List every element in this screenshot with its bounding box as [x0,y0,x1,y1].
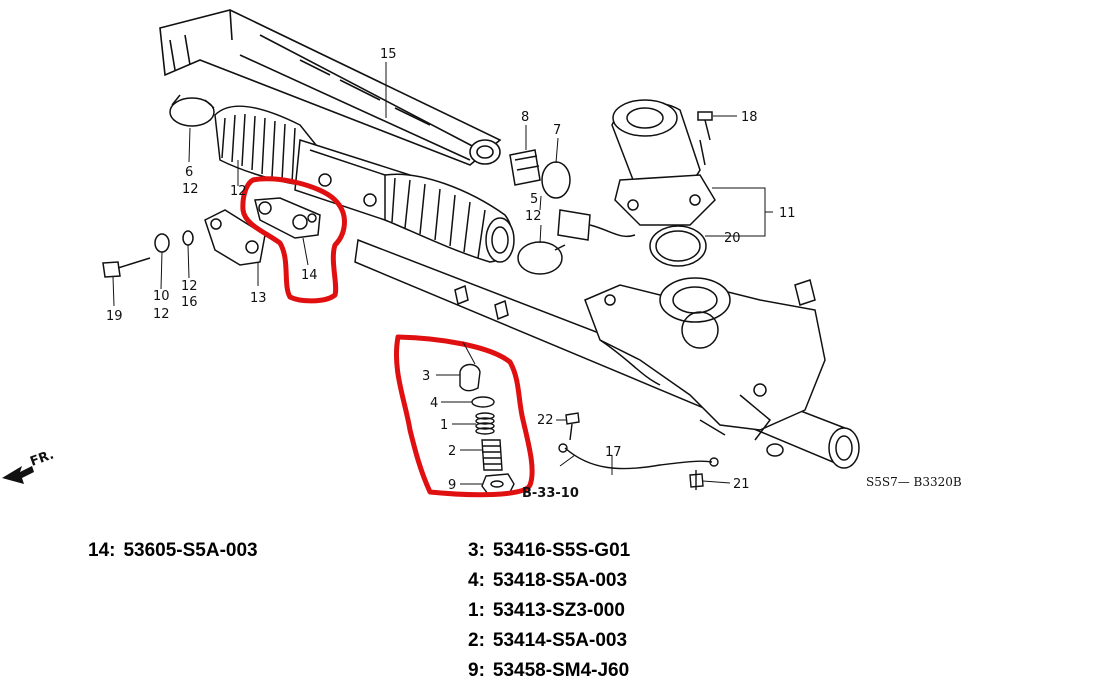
callout-3: 3 [422,369,430,384]
part-number-key: 14: [88,540,116,561]
part-row: 1: 53413-SZ3-000 [468,600,630,630]
parts-diagram: 15 8 7 18 6 12 12 5 12 11 20 14 19 10 12… [2,9,962,501]
part-14-bracket [254,197,321,239]
part-number: 53414-S5A-003 [492,630,628,651]
bracket-13 [204,209,266,266]
callout-14: 14 [301,268,318,283]
clamp-6 [169,94,215,127]
connector-5 [557,209,636,241]
washer-10 [154,233,170,253]
callout-22: 22 [537,413,554,428]
callout-13: 13 [250,291,267,306]
leader-lines [112,62,773,485]
callout-12e: 12 [181,279,198,294]
adjuster-stack [459,363,515,495]
o-ring-20 [649,225,707,267]
ring-7 [541,161,571,199]
diagram-code: S5S7— B3320B [866,475,962,489]
callout-8: 8 [521,110,529,125]
o-ring-4 [471,396,495,408]
callout-12c: 12 [525,209,542,224]
end-nut-8 [509,149,541,186]
callout-12a: 12 [182,182,199,197]
callout-4: 4 [430,396,438,411]
bolt-18 [697,111,713,141]
part-number-key: 1: [468,600,485,621]
callout-15: 15 [380,47,397,62]
callout-12d: 12 [153,307,170,322]
part-row: 14: 53605-S5A-003 [88,540,258,570]
callout-6: 6 [185,165,193,180]
part-number-key: 3: [468,540,485,561]
bolt-19 [102,257,151,278]
highlight-stack [393,334,535,498]
callout-7: 7 [553,123,561,138]
callout-20: 20 [724,231,741,246]
part-number-key: 2: [468,630,485,651]
rack-housing-tube [159,9,502,166]
part-number-key: 4: [468,570,485,591]
callout-18: 18 [741,110,758,125]
callout-1: 1 [440,418,448,433]
ground-cable-17 [558,443,719,470]
part-number: 53458-SM4-J60 [492,660,630,681]
callout-17: 17 [605,445,622,460]
callout-9: 9 [448,478,456,493]
bolt-21 [689,470,704,490]
part-number: 53605-S5A-003 [123,540,258,561]
guide-3 [459,363,481,392]
part-number-key: 9: [468,660,485,681]
reference-label: B-33-10 [522,486,579,501]
part-number: 53416-S5S-G01 [492,540,631,561]
callout-2: 2 [448,444,456,459]
parts-list-right: 3: 53416-S5S-G01 4: 53418-S5A-003 1: 53413-… [468,540,630,690]
callout-11: 11 [779,206,796,221]
callout-12b: 12 [230,184,247,199]
part-number: 53418-S5A-003 [492,570,628,591]
washer-12 [182,230,194,246]
svg-text:FR.: FR. [28,447,56,469]
left-boot [214,105,321,186]
right-boot [384,173,515,263]
highlight-14 [240,176,347,304]
part-row: 2: 53414-S5A-003 [468,630,630,660]
parts-list-left: 14: 53605-S5A-003 [88,540,258,570]
part-row: 3: 53416-S5S-G01 [468,540,630,570]
part-row: 4: 53418-S5A-003 [468,570,630,600]
part-number: 53413-SZ3-000 [492,600,625,621]
callout-numbers: 15 8 7 18 6 12 12 5 12 11 20 14 19 10 12… [106,47,796,493]
callout-10: 10 [153,289,170,304]
screw-2 [481,439,503,471]
callout-21: 21 [733,477,750,492]
callout-16: 16 [181,295,198,310]
clamp-12-right [517,241,566,275]
bolt-22 [565,412,580,441]
motor-11 [611,99,716,226]
callout-5: 5 [530,192,538,207]
part-row: 9: 53458-SM4-J60 [468,660,630,690]
gear-housing [584,277,826,457]
callout-19: 19 [106,309,123,324]
front-arrow-icon: FR. [2,447,56,484]
spring-1 [475,412,495,435]
